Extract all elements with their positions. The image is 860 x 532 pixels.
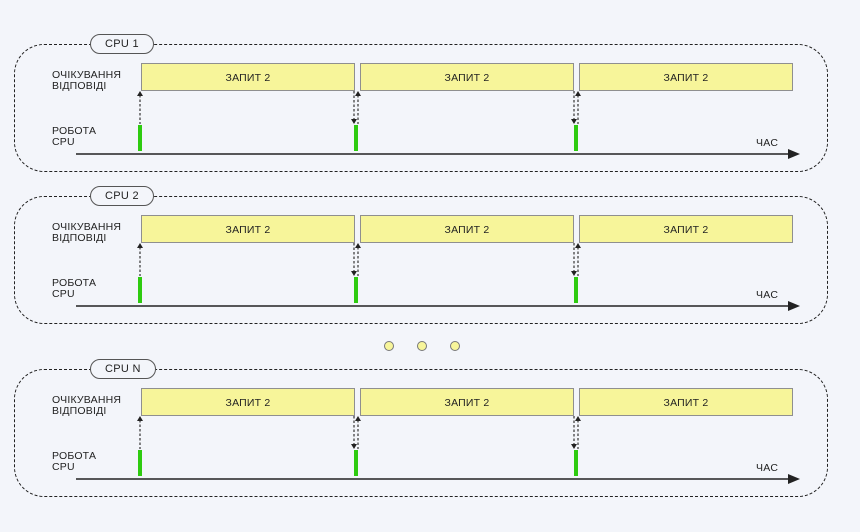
request-box: ЗАПИТ 2 bbox=[141, 388, 355, 416]
cpu-work-label-line1: РОБОТА bbox=[52, 125, 97, 137]
cpu-work-label-line2: CPU bbox=[52, 461, 75, 473]
cpu-work-bar bbox=[354, 277, 358, 303]
waiting-label-line1: ОЧІКУВАННЯ bbox=[52, 394, 122, 406]
request-arrowhead bbox=[575, 243, 581, 248]
response-arrowhead bbox=[351, 119, 357, 124]
ellipsis-dot bbox=[384, 341, 394, 351]
cpu-panel-frame bbox=[14, 196, 828, 324]
request-arrowhead bbox=[355, 416, 361, 421]
request-arrowhead bbox=[137, 416, 143, 421]
request-box: ЗАПИТ 2 bbox=[141, 63, 355, 91]
request-box: ЗАПИТ 2 bbox=[141, 215, 355, 243]
cpu-work-label-line1: РОБОТА bbox=[52, 277, 97, 289]
request-box: ЗАПИТ 2 bbox=[360, 388, 574, 416]
request-arrowhead bbox=[355, 243, 361, 248]
time-axis-label: ЧАС bbox=[756, 137, 779, 149]
response-arrowhead bbox=[351, 271, 357, 276]
request-box: ЗАПИТ 2 bbox=[579, 388, 793, 416]
request-box: ЗАПИТ 2 bbox=[579, 215, 793, 243]
response-arrowhead bbox=[571, 444, 577, 449]
request-box: ЗАПИТ 2 bbox=[360, 63, 574, 91]
response-arrowhead bbox=[571, 271, 577, 276]
request-box: ЗАПИТ 2 bbox=[360, 215, 574, 243]
cpu-work-label-line2: CPU bbox=[52, 288, 75, 300]
time-axis-label: ЧАС bbox=[756, 462, 779, 474]
cpu-work-bar bbox=[574, 125, 578, 151]
request-arrowhead bbox=[575, 91, 581, 96]
request-arrowhead bbox=[355, 91, 361, 96]
cpu-work-bar bbox=[354, 125, 358, 151]
waiting-label-line1: ОЧІКУВАННЯ bbox=[52, 221, 122, 233]
time-axis-arrowhead bbox=[788, 474, 800, 484]
cpu-work-bar bbox=[138, 450, 142, 476]
waiting-label-line2: ВІДПОВІДІ bbox=[52, 405, 107, 417]
cpu-work-label-line2: CPU bbox=[52, 136, 75, 148]
cpu-work-label-line1: РОБОТА bbox=[52, 450, 97, 462]
cpu-panel-tag: CPU 1 bbox=[90, 34, 154, 54]
request-box: ЗАПИТ 2 bbox=[579, 63, 793, 91]
response-arrowhead bbox=[571, 119, 577, 124]
waiting-label-line1: ОЧІКУВАННЯ bbox=[52, 69, 122, 81]
request-arrowhead bbox=[137, 243, 143, 248]
cpu-work-bar bbox=[574, 277, 578, 303]
cpu-panel-frame bbox=[14, 44, 828, 172]
cpu-panel-tag: CPU 2 bbox=[90, 186, 154, 206]
time-axis-label: ЧАС bbox=[756, 289, 779, 301]
ellipsis-dot bbox=[417, 341, 427, 351]
cpu-panel-tag: CPU N bbox=[90, 359, 156, 379]
ellipsis-dot bbox=[450, 341, 460, 351]
waiting-label-line2: ВІДПОВІДІ bbox=[52, 232, 107, 244]
waiting-label-line2: ВІДПОВІДІ bbox=[52, 80, 107, 92]
cpu-work-bar bbox=[354, 450, 358, 476]
cpu-work-bar bbox=[138, 277, 142, 303]
request-arrowhead bbox=[575, 416, 581, 421]
request-arrowhead bbox=[137, 91, 143, 96]
cpu-work-bar bbox=[138, 125, 142, 151]
time-axis-arrowhead bbox=[788, 149, 800, 159]
cpu-work-bar bbox=[574, 450, 578, 476]
response-arrowhead bbox=[351, 444, 357, 449]
cpu-panel-frame bbox=[14, 369, 828, 497]
time-axis-arrowhead bbox=[788, 301, 800, 311]
